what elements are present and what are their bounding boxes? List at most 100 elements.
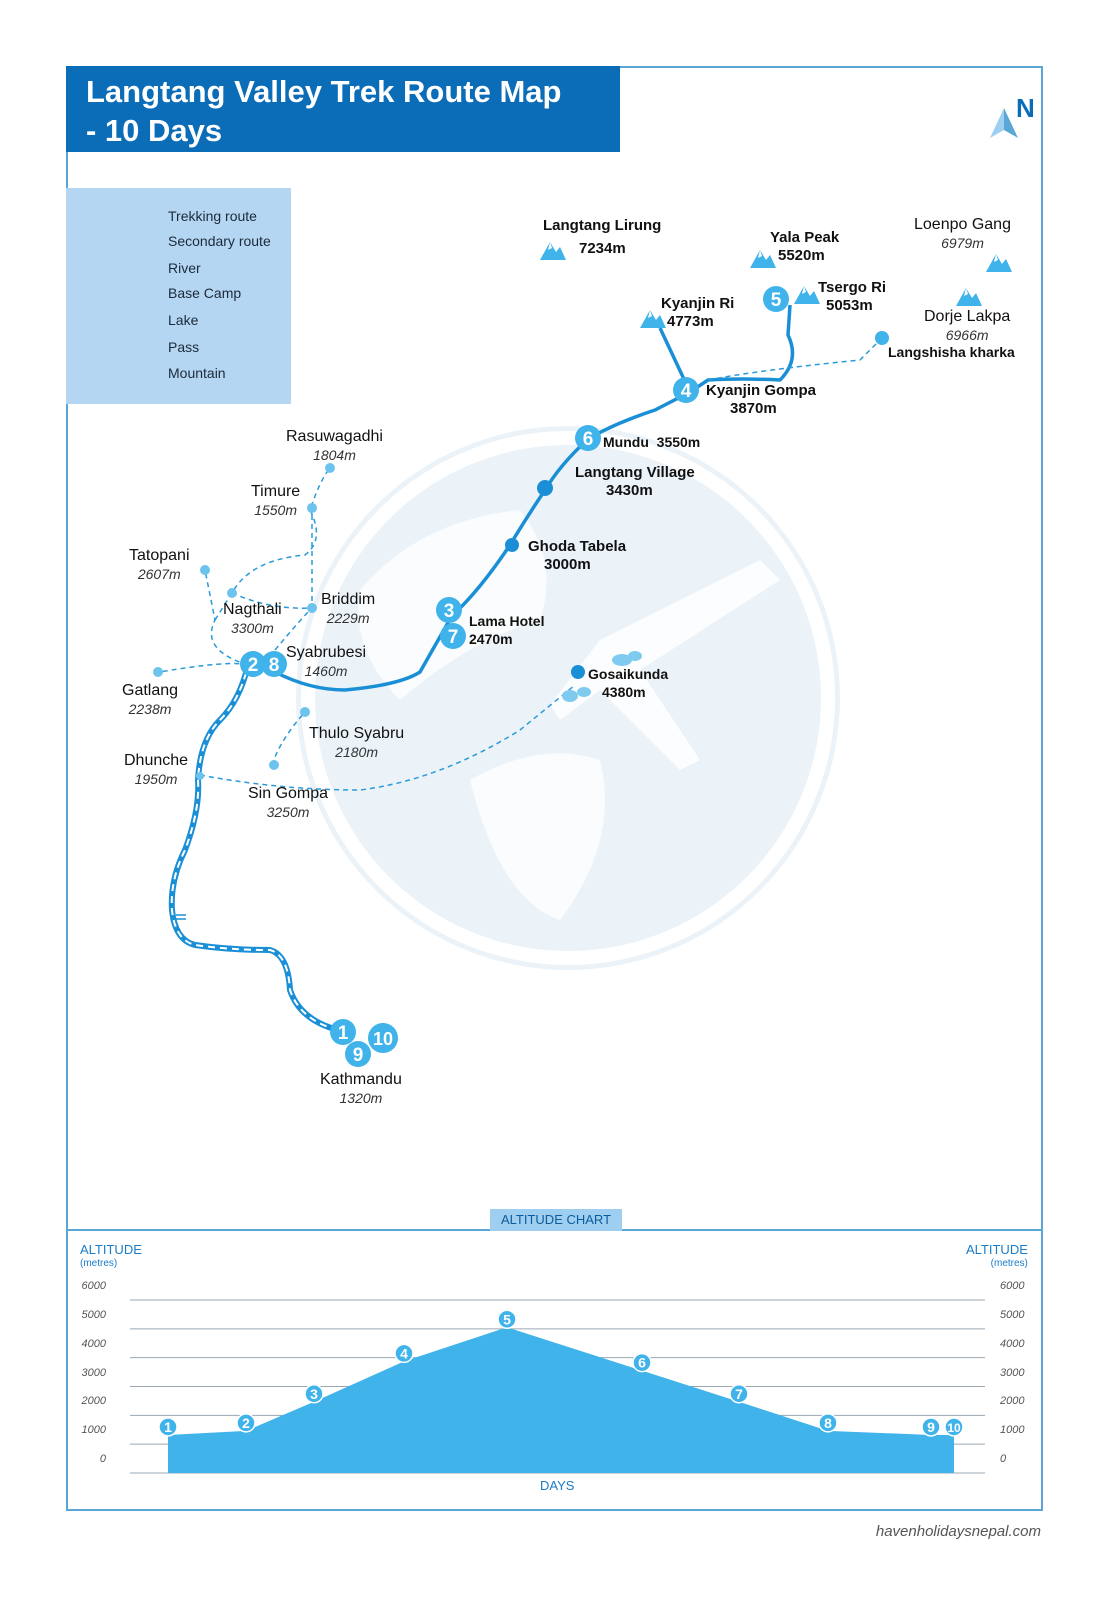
north-label: N [1016, 93, 1035, 123]
svg-text:1: 1 [338, 1023, 349, 1044]
legend-mountain: Mountain [168, 365, 226, 381]
y-tick-label-2000: 2000 [1000, 1395, 1025, 1408]
svg-text:5: 5 [771, 290, 782, 311]
y-tick-label-5000: 5000 [81, 1308, 106, 1321]
chart-point-day-4 [394, 1343, 414, 1364]
legend-river: River [168, 260, 201, 276]
chart-point-day-6 [632, 1352, 652, 1373]
chart-point-day-2 [236, 1413, 256, 1433]
x-axis-label: DAYS [540, 1478, 575, 1493]
chart-point-label-day-1: 1 [164, 1419, 172, 1435]
chart-point-day-3 [304, 1384, 324, 1404]
y-tick-label-5000: 5000 [1000, 1308, 1025, 1321]
river [168, 664, 339, 1033]
y-tick-label-2000: 2000 [81, 1395, 106, 1408]
svg-text:9: 9 [353, 1045, 364, 1066]
title-line-2: - 10 Days [86, 113, 223, 148]
day-marker-8: 8 [261, 651, 287, 677]
svg-text:6: 6 [583, 429, 594, 450]
legend-base-camp: Base Camp [168, 285, 242, 301]
day-marker-4: 4 [673, 377, 699, 403]
day-markers: 1 2 3 4 5 6 7 8 9 10 [240, 286, 789, 1067]
legend-secondary-route: Secondary route [168, 233, 271, 249]
right-axis-title: ALTITUDE(metres) [966, 1242, 1028, 1270]
chart-point-label-day-2: 2 [242, 1415, 250, 1431]
chart-point-label-day-10: 10 [947, 1421, 961, 1435]
y-tick-label-6000: 6000 [1000, 1280, 1025, 1292]
altitude-area [168, 1327, 954, 1473]
place-label-langshisha-kharka: Langshisha kharka [888, 344, 1015, 360]
legend-pass: Pass [168, 339, 200, 355]
place-label-mundu: Mundu 3550m [603, 434, 701, 450]
legend-trekking-route: Trekking route [168, 208, 257, 224]
left-axis-title: ALTITUDE(metres) [80, 1242, 142, 1270]
mountain-icon [956, 288, 982, 306]
place-dots [153, 331, 889, 780]
page-title: Langtang Valley Trek Route Map - 10 Days [86, 72, 606, 150]
chart-point-label-day-8: 8 [824, 1415, 832, 1431]
y-tick-label-4000: 4000 [81, 1337, 106, 1350]
mountain-icon [986, 254, 1012, 272]
day-marker-10: 10 [368, 1023, 398, 1053]
y-tick-label-3000: 3000 [1000, 1366, 1025, 1379]
day-marker-1: 1 [330, 1019, 356, 1045]
title-line-1: Langtang Valley Trek Route Map [86, 74, 562, 109]
chart-point-label-day-7: 7 [735, 1386, 743, 1402]
chart-point-day-7 [729, 1384, 749, 1404]
title-banner [66, 66, 620, 152]
legend-lake: Lake [168, 312, 199, 328]
chart-point-day-8 [818, 1413, 838, 1433]
day-marker-5: 5 [763, 286, 789, 312]
svg-text:3: 3 [444, 601, 455, 622]
y-tick-label-0: 0 [99, 1453, 106, 1465]
y-tick-label-1000: 1000 [81, 1424, 106, 1437]
chart-point-label-day-5: 5 [503, 1311, 511, 1327]
day-marker-9: 9 [345, 1041, 371, 1067]
chart-point-label-day-4: 4 [400, 1345, 408, 1361]
chart-point-label-day-3: 3 [310, 1386, 318, 1402]
chart-point-label-day-9: 9 [927, 1419, 935, 1435]
altitude-chart: 1 2 3 4 5 6 7 8 9 10 [130, 1299, 985, 1474]
chart-point-day-9 [921, 1417, 941, 1437]
chart-point-day-5 [497, 1309, 517, 1330]
website-watermark: havenholidaysnepal.com [875, 1523, 1041, 1540]
chart-point-day-1 [158, 1417, 178, 1437]
y-tick-label-6000: 6000 [81, 1280, 106, 1292]
y-tick-label-1000: 1000 [1000, 1424, 1025, 1437]
day-marker-2: 2 [240, 651, 266, 677]
svg-text:8: 8 [269, 655, 280, 676]
north-arrow-icon [990, 108, 1018, 138]
svg-text:4: 4 [681, 381, 692, 402]
svg-text:10: 10 [373, 1029, 393, 1049]
mountain-icons [540, 242, 1012, 328]
altitude-chart-tab: ALTITUDE CHART [490, 1209, 622, 1231]
mountain-icon [794, 286, 820, 304]
y-tick-label-4000: 4000 [1000, 1337, 1025, 1350]
mountain-icon [540, 242, 566, 260]
chart-point-label-day-6: 6 [638, 1355, 646, 1371]
mountain-icon [750, 250, 776, 268]
chart-point-day-10 [944, 1417, 964, 1437]
y-tick-label-0: 0 [1000, 1453, 1007, 1465]
